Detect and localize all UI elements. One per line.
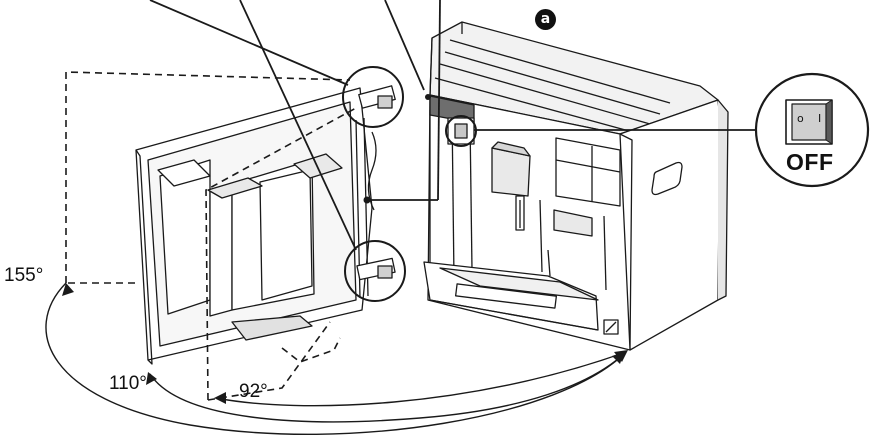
hinge-lower-zoom — [344, 240, 406, 302]
angle-label-155: 155° — [4, 265, 44, 286]
door-swing-outlines — [65, 71, 357, 401]
marker-badge-a: a — [535, 9, 556, 30]
callout-dot — [363, 196, 371, 204]
angle-arcs — [45, 282, 627, 435]
switch-on-symbol: I — [818, 112, 822, 125]
angle-label-92: 92° — [239, 381, 268, 402]
switch-state-label: OFF — [786, 149, 834, 175]
front-door — [135, 85, 396, 365]
angle-label-110: 110° — [109, 373, 147, 394]
arc-arrowheads — [62, 283, 628, 404]
callout-leaders — [149, 0, 760, 251]
switch-zoom-small — [445, 115, 477, 147]
switch-off-symbol: o — [797, 112, 804, 125]
machine-body — [423, 21, 729, 351]
hinge-upper-zoom — [342, 66, 404, 128]
